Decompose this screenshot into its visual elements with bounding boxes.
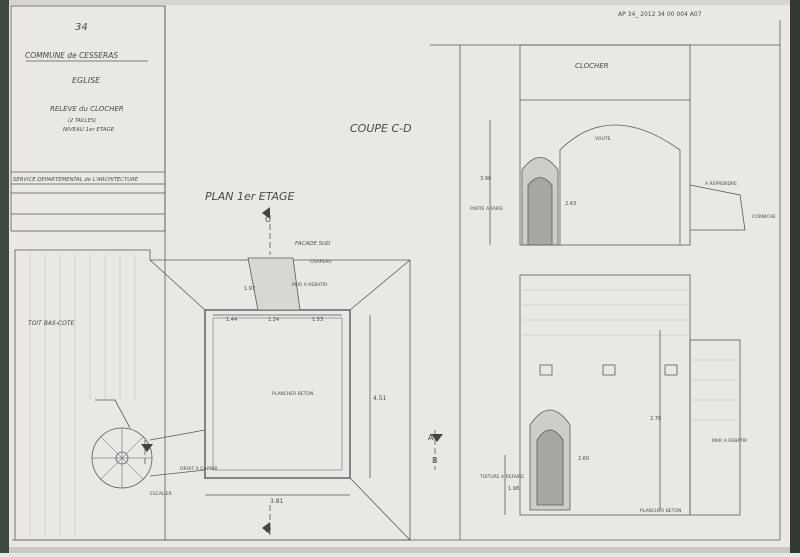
dim-section-4: 1.98 [508,486,519,492]
marker-b: B [432,456,438,465]
scale-note: (2 TAILLES) [68,118,96,124]
note-floor: PLANCHER BETON [272,391,313,397]
marker-a: A [428,433,434,442]
note-wall: MUR A REBATIR [292,282,327,288]
plan-buttress [247,257,301,311]
level-label: NIVEAU 1er ETAGE [63,127,115,133]
left-binding-edge [0,0,9,553]
plan-title: PLAN 1er ETAGE [205,190,295,203]
dim-3: 1.53 [312,317,323,323]
marker-d: D [265,525,271,534]
section-arrows [141,207,443,534]
marker-c: C [265,215,271,224]
dim-section-3: 2.60 [578,456,589,462]
dim-2: 1.24 [268,317,279,323]
note-plancher: PLANCHER BETON [640,508,681,514]
dim-section-1: 3.98 [480,176,491,182]
note-chapeau: CHAPEAU [310,259,332,265]
facade-label: FACADE SUD [295,241,330,247]
vault-arch [559,124,681,245]
dim-width: 3.81 [270,498,284,505]
section-title: COUPE C-D [350,122,412,135]
section-upper-frame [519,44,691,246]
drawing-subject: RELEVE du CLOCHER [50,105,124,113]
tower-label: CLOCHER [575,62,609,70]
commune-name: COMMUNE de CESSERAS [25,51,118,60]
note-porte: PORTE A FAIRE [470,206,503,212]
note-stair: ESCALIER [150,491,172,497]
service-label: SERVICE DEPARTEMENTAL de L'ARCHITECTURE [13,177,139,183]
note-reprendre: A REPRENDRE [705,181,737,187]
note-droit: DROIT A GARNIR [180,466,218,472]
note-toiture: TOITURE A REFAIRE [479,474,524,480]
note-corniche: CORNICHE [752,214,776,220]
sheet-number: 34 [75,22,88,33]
archive-reference: AP 34_ 2012 34 00 004 A07 [618,11,702,18]
building-name: EGLISE [72,76,101,85]
note-voute: VOUTE [595,136,611,142]
dim-depth: 4.51 [373,395,387,402]
dim-1: 1.44 [226,317,237,323]
dim-buttress: 1.97 [244,286,255,292]
note-mur: MUR A REBATIR [712,438,747,444]
dim-section-2: 2.43 [565,201,576,207]
dim-section-5: 2.78 [650,416,661,422]
roof-label: TOIT BAS-COTE [28,320,75,327]
right-edge [790,0,800,553]
